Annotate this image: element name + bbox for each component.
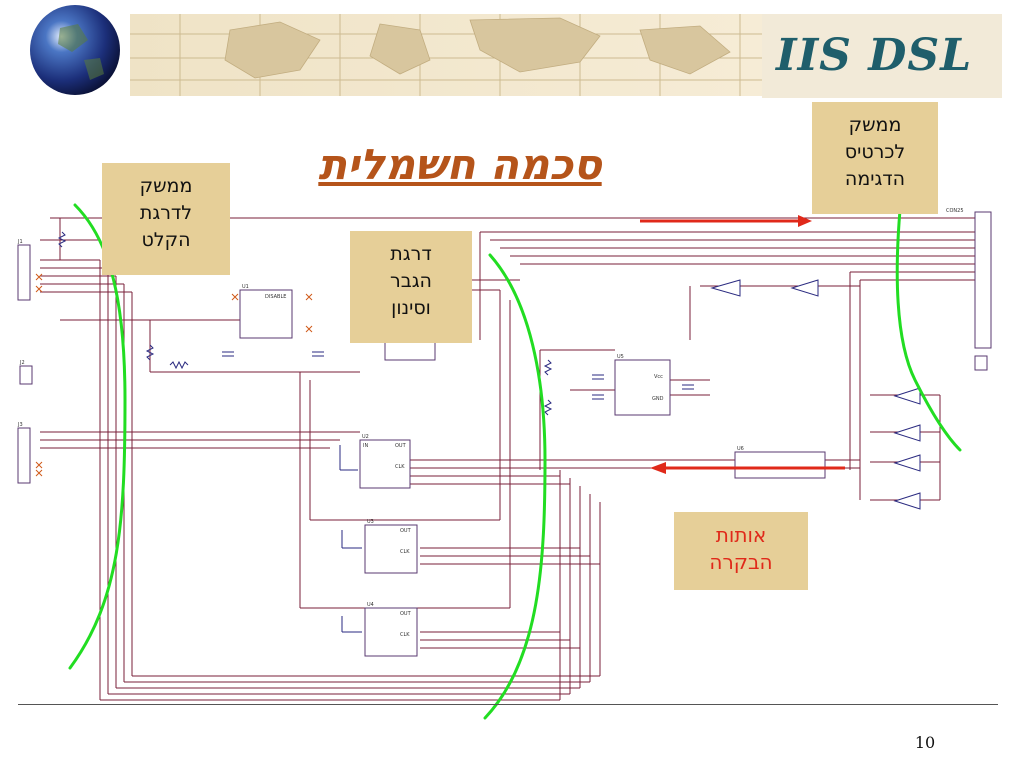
label-j3: J3 bbox=[17, 422, 23, 428]
connector-con25 bbox=[974, 211, 992, 349]
callout-line: הקלט bbox=[141, 229, 191, 251]
callout-line: וסינון bbox=[391, 297, 431, 319]
label-clk-u3: CLK bbox=[400, 549, 410, 555]
label-gnd: GND bbox=[652, 396, 664, 402]
buffer-right-4 bbox=[893, 492, 921, 510]
label-u2: U2 bbox=[362, 434, 369, 440]
green-marker-amp bbox=[483, 253, 547, 720]
green-marker-card bbox=[895, 208, 962, 452]
ic-u1 bbox=[239, 289, 293, 339]
label-u6: U6 bbox=[737, 446, 744, 452]
callout-control-signals: אותות הבקרה bbox=[674, 512, 808, 590]
callout-line: לדרגת bbox=[139, 202, 193, 224]
logo: IIS DSL bbox=[776, 30, 973, 81]
label-out-u4: OUT bbox=[400, 611, 412, 617]
label-j2: J2 bbox=[19, 360, 25, 366]
buffer-right-3 bbox=[893, 454, 921, 472]
ic-u4 bbox=[364, 607, 418, 657]
connector-j4 bbox=[974, 355, 988, 371]
page-number: 10 bbox=[914, 733, 936, 752]
callout-card-interface: ממשק לכרטיס הדגימה bbox=[812, 102, 938, 214]
connector-j2 bbox=[19, 365, 33, 385]
connector-j3 bbox=[17, 427, 31, 484]
callout-line: הגבר bbox=[390, 270, 432, 292]
label-j1: J1 bbox=[17, 239, 23, 245]
label-disable: DISABLE bbox=[265, 294, 286, 300]
ic-u3 bbox=[364, 524, 418, 574]
page-title: סכמה חשמלית bbox=[318, 140, 602, 189]
buffer-right-1 bbox=[893, 387, 921, 405]
callout-line: ממשק bbox=[139, 175, 193, 197]
label-out-u2: OUT bbox=[395, 443, 407, 449]
ic-u2 bbox=[359, 439, 411, 489]
label-u5: U5 bbox=[617, 354, 624, 360]
label-in-u2: IN bbox=[363, 443, 368, 449]
callout-line: הבקרה bbox=[709, 550, 773, 574]
header-band bbox=[30, 5, 770, 96]
callout-line: אותות bbox=[715, 523, 767, 547]
label-out-u3: OUT bbox=[400, 528, 412, 534]
label-u3: U3 bbox=[367, 519, 374, 525]
callout-input-interface: ממשק לדרגת הקלט bbox=[102, 163, 230, 275]
callout-line: ממשק bbox=[848, 114, 902, 136]
label-clk-u4: CLK bbox=[400, 632, 410, 638]
buffer-top-1 bbox=[710, 279, 741, 297]
label-con25: CON25 bbox=[946, 208, 964, 214]
ic-u6 bbox=[734, 451, 826, 479]
label-clk-u2: CLK bbox=[395, 464, 405, 470]
callout-amp-stage: דרגת הגבר וסינון bbox=[350, 231, 472, 343]
callout-line: הדגימה bbox=[844, 168, 906, 190]
logo-panel bbox=[762, 14, 1002, 98]
label-u4: U4 bbox=[367, 602, 374, 608]
buffer-top-2 bbox=[790, 279, 819, 297]
ic-u5 bbox=[614, 359, 671, 416]
footer-rule bbox=[18, 704, 998, 705]
label-u1: U1 bbox=[242, 284, 249, 290]
label-vcc: Vcc bbox=[654, 374, 663, 380]
connector-j1 bbox=[17, 244, 31, 301]
callout-line: לכרטיס bbox=[844, 141, 906, 163]
buffer-right-2 bbox=[893, 424, 921, 442]
callout-line: דרגת bbox=[390, 243, 432, 265]
